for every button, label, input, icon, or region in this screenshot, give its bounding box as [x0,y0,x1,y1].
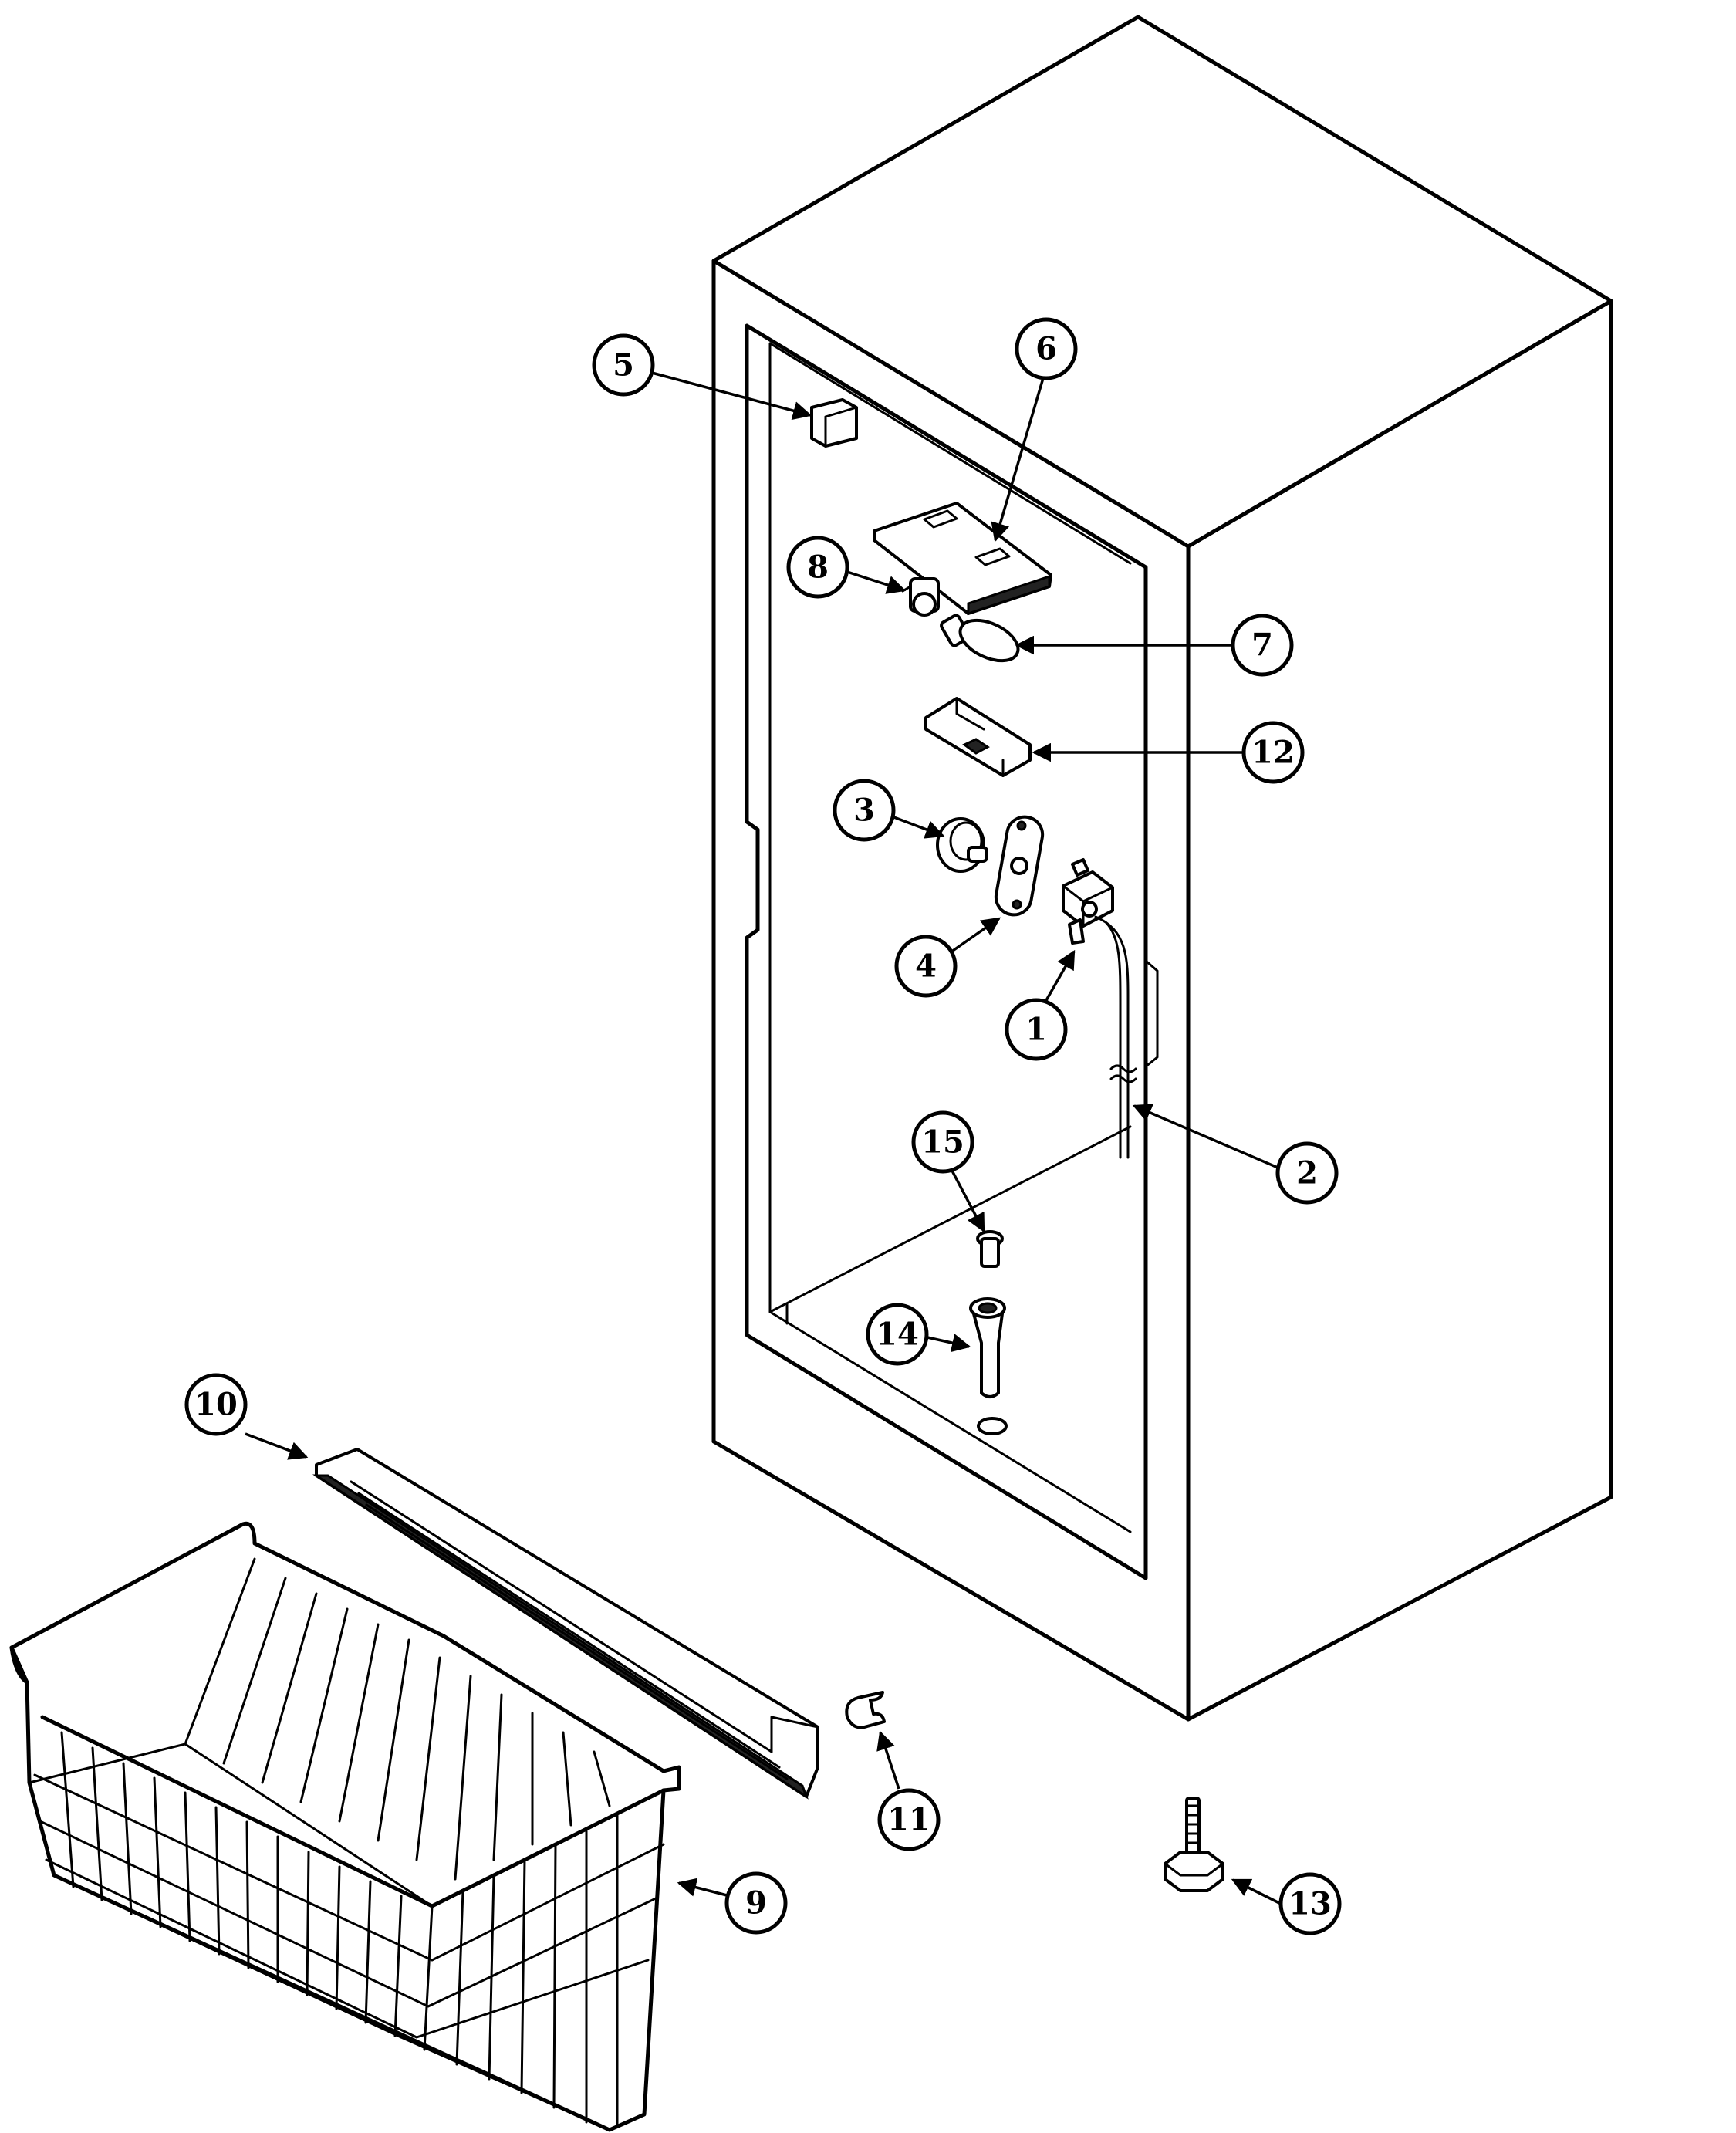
drain-hole [977,1417,1008,1435]
part-11-clip [845,1691,886,1729]
callout-2: 2 [1275,1141,1339,1205]
part-12-bracket [924,697,1032,777]
callout-3: 3 [833,779,896,842]
part-8-lamp-socket [901,577,940,617]
callout-1: 1 [1005,998,1068,1061]
svg-text:9: 9 [745,1885,767,1922]
svg-text:14: 14 [876,1317,919,1353]
callout-10: 10 [184,1373,248,1436]
svg-text:15: 15 [921,1124,964,1161]
svg-text:7: 7 [1251,627,1273,664]
svg-text:4: 4 [915,948,937,985]
callout-15: 15 [911,1110,974,1174]
callout-5: 5 [592,333,655,397]
cabinet [711,15,1613,1722]
part-1-thermostat [1062,858,1114,945]
callout-8: 8 [786,536,849,599]
part-13-leveling-leg [1164,1797,1224,1892]
callout-13: 13 [1278,1872,1342,1935]
svg-text:12: 12 [1251,735,1295,771]
callout-11: 11 [877,1788,941,1851]
svg-text:11: 11 [887,1802,930,1838]
part-15-plug [976,1230,1004,1268]
svg-text:3: 3 [853,793,875,829]
part-7-light-bulb [940,614,1020,663]
callout-4: 4 [894,935,958,998]
leader-lines [245,371,1282,1905]
part-4-control-plate [994,815,1045,917]
svg-text:1: 1 [1025,1012,1047,1048]
part-6-light-housing [873,502,1052,616]
part-5-clip [810,398,858,448]
svg-text:13: 13 [1288,1886,1332,1922]
callout-12: 12 [1241,721,1305,784]
svg-text:5: 5 [613,347,634,384]
part-14-drain-tube [969,1297,1006,1398]
svg-text:8: 8 [807,549,829,586]
svg-text:6: 6 [1035,331,1057,367]
callout-14: 14 [866,1303,929,1366]
callout-9: 9 [724,1871,788,1935]
part-2-capillary-tube [1094,915,1137,1159]
callout-7: 7 [1231,614,1294,677]
callout-6: 6 [1015,317,1078,380]
svg-text:10: 10 [194,1387,238,1423]
part-9-wire-basket [9,1521,681,2132]
part-3-control-knob [936,817,988,873]
part-10-trim-strip [312,1448,819,1800]
svg-text:2: 2 [1296,1155,1318,1192]
